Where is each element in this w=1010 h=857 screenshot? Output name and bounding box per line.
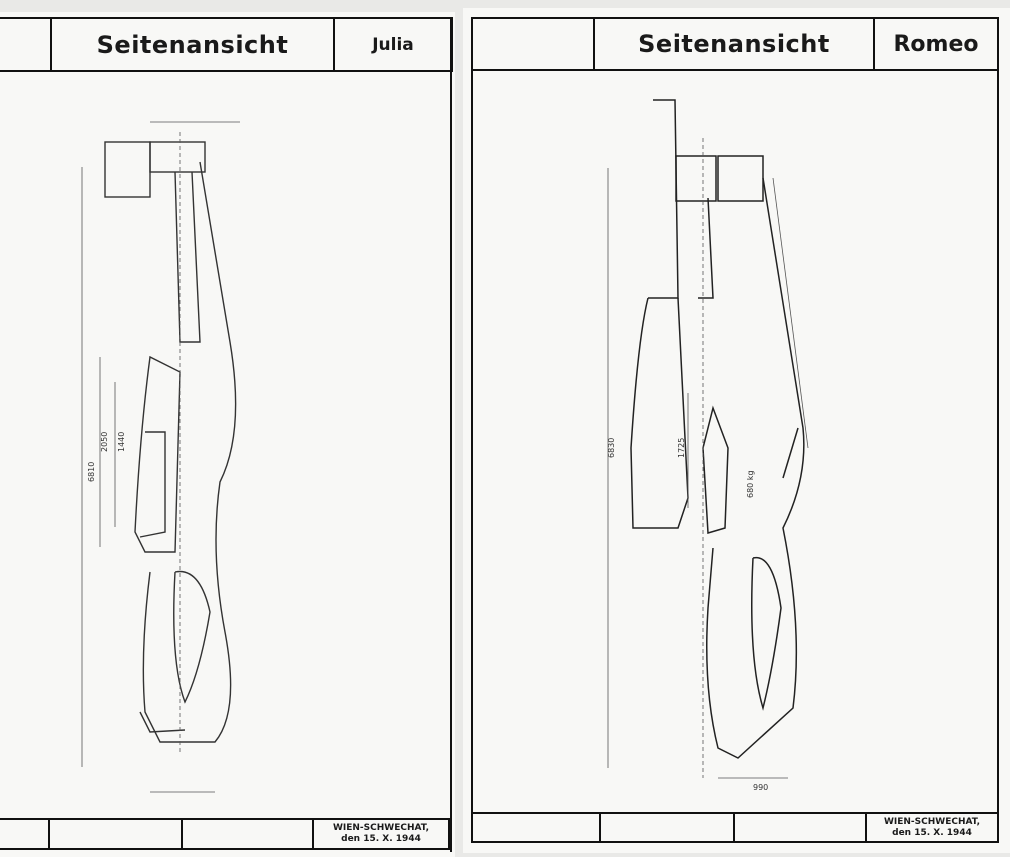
- dimension-label: 680 kg: [746, 470, 755, 498]
- stamp-line: den 15. X. 1944: [892, 827, 972, 838]
- dimension-label: 6810: [87, 462, 96, 482]
- julia-side-view-drawing: 6810 2050 1440: [81, 121, 240, 793]
- dimension-label: 2050: [100, 432, 109, 452]
- sheet-border-left: [471, 17, 473, 843]
- stamp-line: WIEN-SCHWECHAT,: [332, 823, 430, 833]
- dimension-label: 6830: [607, 438, 616, 458]
- dimension-label: 1725: [677, 438, 686, 458]
- julia-sheet: Seitenansicht Julia WIEN-SCHWECHAT, den …: [0, 12, 455, 857]
- romeo-title: Seitenansicht: [593, 17, 875, 71]
- dimension-label: 990: [753, 783, 768, 792]
- sheet-border-right: [997, 17, 999, 843]
- dimension-label: 1440: [117, 432, 126, 452]
- julia-name: Julia: [333, 17, 453, 72]
- julia-title: Seitenansicht: [50, 17, 335, 72]
- romeo-side-view-drawing: 6830 1725 680 kg 990: [607, 99, 809, 792]
- stamp-line: den 15. X. 1944: [341, 834, 421, 844]
- stamp-line: WIEN-SCHWECHAT,: [883, 816, 981, 827]
- romeo-name: Romeo: [873, 17, 999, 71]
- romeo-sheet: Seitenansicht Romeo WIEN-SCHWECHAT, den …: [463, 8, 1010, 853]
- romeo-stamp: WIEN-SCHWECHAT, den 15. X. 1944: [865, 812, 999, 843]
- sheet-border-right: [450, 17, 452, 852]
- julia-stamp: WIEN-SCHWECHAT, den 15. X. 1944: [312, 818, 450, 850]
